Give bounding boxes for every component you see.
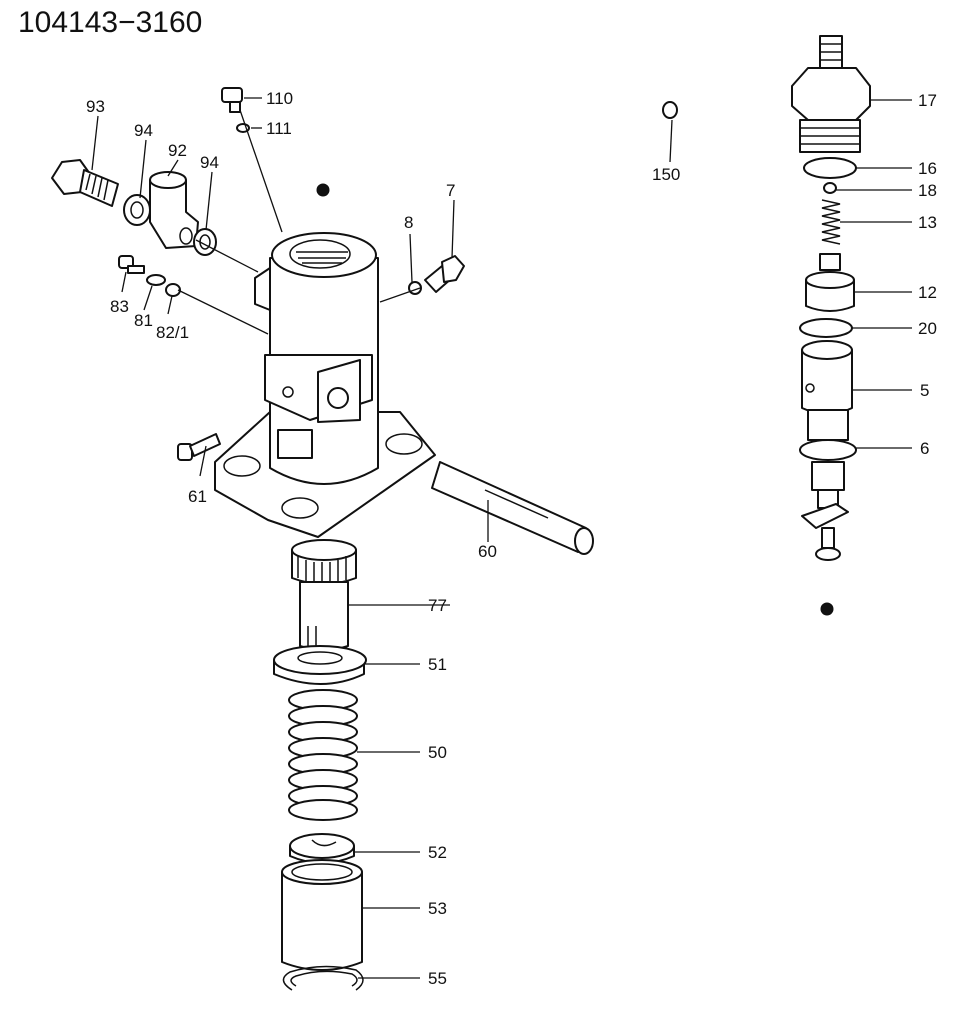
tappet-53 (281, 859, 363, 971)
valve-stopper-18 (823, 182, 837, 194)
callout-92: 92 (168, 141, 187, 160)
spring-seat-51 (273, 645, 367, 685)
washer-81 (146, 274, 166, 286)
callout-6: 6 (920, 439, 929, 458)
callout-81: 81 (134, 311, 153, 330)
callout-93: 93 (86, 97, 105, 116)
plunger (801, 461, 849, 561)
delivery-valve-12 (805, 253, 855, 312)
callout-5: 5 (920, 381, 929, 400)
banjo-bolt-93 (51, 159, 119, 207)
callout-55: 55 (428, 969, 447, 988)
delivery-valve-holder-17 (791, 35, 871, 153)
valve-spring-13 (821, 199, 841, 245)
callout-94a: 94 (134, 121, 153, 140)
callout-20: 20 (918, 319, 937, 338)
callout-111: 111 (266, 119, 292, 138)
callout-82-1: 82/1 (156, 323, 189, 342)
callout-94b: 94 (200, 153, 219, 172)
callout-110: 110 (266, 89, 293, 108)
pump-body (214, 232, 436, 538)
callout-13: 13 (918, 213, 937, 232)
plunger-spring-50 (288, 689, 358, 821)
callout-83: 83 (110, 297, 129, 316)
washer-94b (193, 228, 217, 256)
bolt-61 (177, 433, 221, 461)
callout-51: 51 (428, 655, 447, 674)
leader-lines (91, 97, 912, 979)
callout-150: 150 (652, 165, 680, 184)
gasket-16 (803, 157, 857, 179)
callout-7: 7 (446, 181, 455, 200)
control-sleeve-77 (291, 539, 357, 651)
o-ring-20 (799, 318, 853, 338)
callout-52: 52 (428, 843, 447, 862)
callout-12: 12 (918, 283, 937, 302)
assembly-marker-dot-right (820, 602, 834, 616)
callout-17: 17 (918, 91, 937, 110)
callout-8: 8 (404, 213, 413, 232)
screw-83 (118, 255, 145, 274)
washer-82-1 (165, 283, 181, 297)
callout-labels: 110 111 93 94 92 94 8 7 83 81 82/1 61 60… (86, 89, 937, 988)
spring-seat-52 (289, 833, 355, 864)
screw-110 (221, 87, 243, 113)
drawing-number: 104143−3160 (18, 6, 202, 39)
washer-94a (123, 194, 151, 226)
plunger-barrel-5 (801, 340, 853, 441)
bleeder-screw-7 (424, 255, 465, 293)
callout-77: 77 (428, 596, 447, 615)
snap-ring-55 (282, 965, 364, 991)
callout-50: 50 (428, 743, 447, 762)
control-rod-60 (431, 461, 594, 555)
plug-150 (662, 101, 678, 119)
callout-18: 18 (918, 181, 937, 200)
assembly-marker-dot-left (316, 183, 330, 197)
callout-53: 53 (428, 899, 447, 918)
callout-60: 60 (478, 542, 497, 561)
callout-61: 61 (188, 487, 207, 506)
callout-16: 16 (918, 159, 937, 178)
gasket-6 (799, 439, 857, 461)
banjo-fitting-92 (149, 171, 199, 249)
